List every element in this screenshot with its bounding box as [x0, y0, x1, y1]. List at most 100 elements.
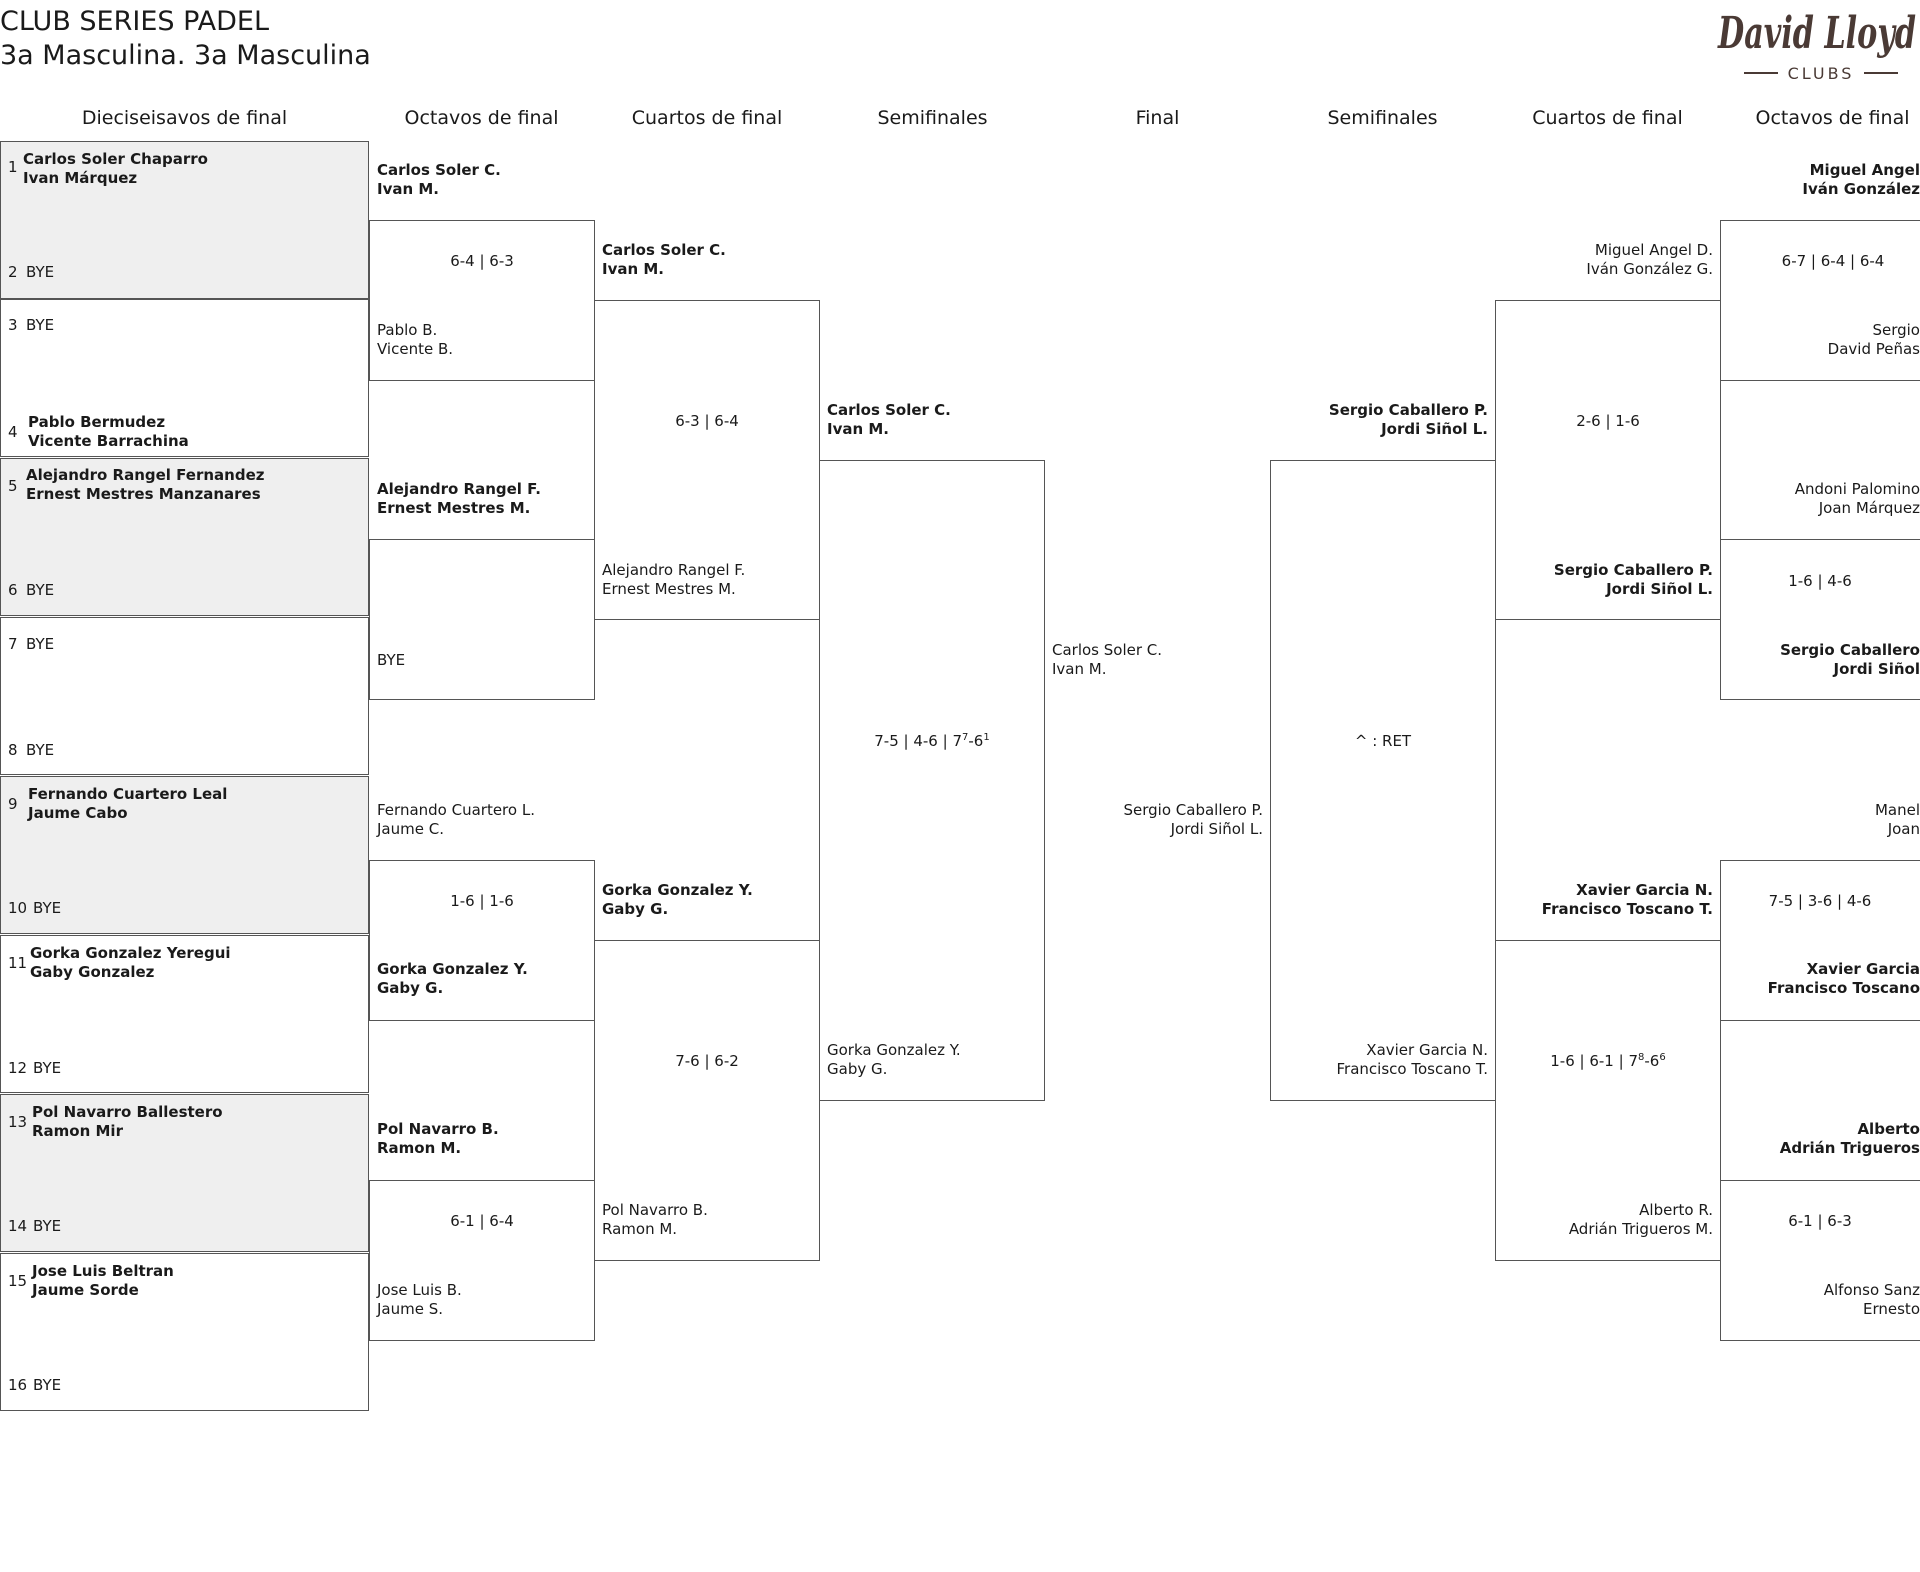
team-player-2: Francisco Toscano T.	[1336, 1060, 1488, 1078]
team-player-1: Sergio Caballero P.	[1553, 561, 1713, 579]
player-name: Carlos Soler Chaparro	[23, 150, 208, 168]
category-title: 3a Masculina. 3a Masculina	[0, 40, 371, 71]
team-player-2: Ramon M.	[377, 1139, 462, 1157]
player-name: Gorka Gonzalez Yeregui	[30, 944, 231, 962]
player-name: Jaume Cabo	[28, 804, 128, 822]
final-team-right: Sergio Caballero P.Jordi Siñol L.	[1045, 801, 1264, 839]
team-player-1: Sergio Caballero P.	[1328, 401, 1488, 419]
qf-left-2-top: Gorka Gonzalez Y.Gaby G.	[602, 881, 753, 919]
r32-match-3: 5 Alejandro Rangel Fernandez Ernest Mest…	[0, 458, 369, 616]
seed-number: 9	[8, 795, 18, 813]
team-player-2: Ramon M.	[602, 1220, 678, 1238]
sf-right-score: ^ : RET	[1354, 732, 1412, 750]
column-heading-sf-left: Semifinales	[877, 107, 988, 129]
r32-match-7: 13 Pol Navarro Ballestero Ramon Mir 14 B…	[0, 1094, 369, 1252]
r16-left-3-score: 1-6 | 1-6	[450, 892, 514, 910]
player-name: Pablo Bermudez	[28, 413, 166, 431]
team-player-1: Pol Navarro B.	[602, 1201, 708, 1219]
svg-text:David Lloyd: David Lloyd	[1717, 8, 1916, 59]
bye-label: BYE	[33, 899, 62, 917]
team-player-2: Jaume S.	[377, 1300, 444, 1318]
seed-number: 4	[8, 423, 18, 441]
team-player-2: Ivan M.	[827, 420, 890, 438]
player-name: Pol Navarro Ballestero	[32, 1103, 223, 1121]
team-player-1: Alberto R.	[1639, 1201, 1713, 1219]
r16-left-3-top: Fernando Cuartero L.Jaume C.	[377, 801, 535, 839]
column-heading-qf-left: Cuartos de final	[631, 107, 783, 129]
team-player-2: Gaby G.	[377, 979, 444, 997]
player-name: Jaume Sorde	[32, 1281, 139, 1299]
team-player-1: Sergio Caballero	[1780, 641, 1920, 659]
team-player-1: Andoni Palomino	[1794, 480, 1920, 498]
seed-number: 13	[8, 1113, 28, 1131]
r16-right-3-connector	[1720, 860, 1920, 1021]
qf-right-1-top: Miguel Angel D.Iván González G.	[1495, 241, 1713, 279]
team-player-1: Gorka Gonzalez Y.	[377, 960, 528, 978]
player-name: Ramon Mir	[32, 1122, 123, 1140]
team-player-2: Ivan M.	[1052, 660, 1107, 678]
qf-left-1-score: 6-3 | 6-4	[675, 412, 739, 430]
team-player-2: David Peñas	[1827, 340, 1920, 358]
seed-number: 1	[8, 158, 18, 176]
team-player-1: Alberto	[1857, 1120, 1920, 1138]
team-player-1: Alejandro Rangel F.	[377, 480, 541, 498]
bye-label: BYE	[26, 581, 55, 599]
seed-number: 15	[8, 1272, 28, 1290]
team-player-1: Alejandro Rangel F.	[602, 561, 746, 579]
team-player-1: Sergio Caballero P.	[1123, 801, 1264, 819]
team-player-1: Carlos Soler C.	[377, 161, 501, 179]
column-heading-sf-right: Semifinales	[1327, 107, 1438, 129]
seed-number: 6	[8, 581, 18, 599]
team-player-2: Ivan M.	[602, 260, 665, 278]
team-player-1: Sergio	[1872, 321, 1920, 339]
column-heading-r16-right: Octavos de final	[1755, 107, 1910, 129]
team-player-1: Alfonso Sanz	[1823, 1281, 1920, 1299]
team-player-2: Gaby G.	[602, 900, 669, 918]
player-name: Alejandro Rangel Fernandez	[26, 466, 265, 484]
team-player-2: Jordi Siñol L.	[1381, 420, 1488, 438]
r32-match-6: 11 Gorka Gonzalez Yeregui Gaby Gonzalez …	[0, 935, 369, 1093]
team-player-1: Jose Luis B.	[377, 1281, 462, 1299]
svg-text:CLUBS: CLUBS	[1788, 64, 1855, 82]
team-player-1: Miguel Angel	[1809, 161, 1920, 179]
team-player-2: Jaume C.	[377, 820, 444, 838]
bye-label: BYE	[33, 1059, 62, 1077]
qf-right-2-top: Xavier Garcia N.Francisco Toscano T.	[1495, 881, 1713, 919]
team-player-1: Xavier Garcia	[1806, 960, 1920, 978]
team-player-2: Ivan M.	[377, 180, 440, 198]
r32-match-2: 3 BYE 4 Pablo Bermudez Vicente Barrachin…	[0, 299, 369, 457]
sf-right-connector	[1270, 460, 1496, 1101]
team-player-1: Fernando Cuartero L.	[377, 801, 535, 819]
seed-number: 12	[8, 1059, 28, 1077]
david-lloyd-logo: David Lloyd CLUBS	[1716, 0, 1920, 83]
r16-left-2-connector	[369, 539, 595, 700]
seed-number: 14	[8, 1217, 28, 1235]
team-player-2: Francisco Toscano T.	[1541, 900, 1713, 918]
qf-right-1-score: 2-6 | 1-6	[1576, 412, 1640, 430]
sf-left-bottom: Gorka Gonzalez Y.Gaby G.	[827, 1041, 961, 1079]
team-player-1: Carlos Soler C.	[1052, 641, 1163, 659]
bye-label: BYE	[33, 1376, 62, 1394]
sf-right-bottom: Xavier Garcia N.Francisco Toscano T.	[1270, 1041, 1488, 1079]
r16-right-3-score: 7-5 | 3-6 | 4-6	[1768, 892, 1872, 910]
r16-left-3-bottom: Gorka Gonzalez Y.Gaby G.	[377, 960, 528, 998]
r32-match-4: 7 BYE 8 BYE	[0, 617, 369, 775]
r32-match-1: 1 Carlos Soler Chaparro Ivan Márquez 2 B…	[0, 141, 369, 299]
player-name: Ernest Mestres Manzanares	[26, 485, 261, 503]
player-name: Jose Luis Beltran	[32, 1262, 174, 1280]
qf-left-2-score: 7-6 | 6-2	[675, 1052, 739, 1070]
team-player-1: BYE	[377, 651, 406, 669]
tournament-title: CLUB SERIES PADEL	[0, 6, 270, 37]
seed-number: 11	[8, 954, 28, 972]
final-team-left: Carlos Soler C.Ivan M.	[1052, 641, 1162, 679]
team-player-2: Adrián Trigueros	[1779, 1139, 1920, 1157]
team-player-2: Ernest Mestres M.	[602, 580, 736, 598]
sf-left-score: 7-5 | 4-6 | 77-61	[874, 732, 990, 750]
qf-left-1-top: Carlos Soler C.Ivan M.	[602, 241, 726, 279]
r32-match-5: 9 Fernando Cuartero Leal Jaume Cabo 10 B…	[0, 776, 369, 934]
r16-right-1-score: 6-7 | 6-4 | 6-4	[1781, 252, 1885, 270]
sf-left-top: Carlos Soler C.Ivan M.	[827, 401, 951, 439]
r16-left-1-score: 6-4 | 6-3	[450, 252, 514, 270]
